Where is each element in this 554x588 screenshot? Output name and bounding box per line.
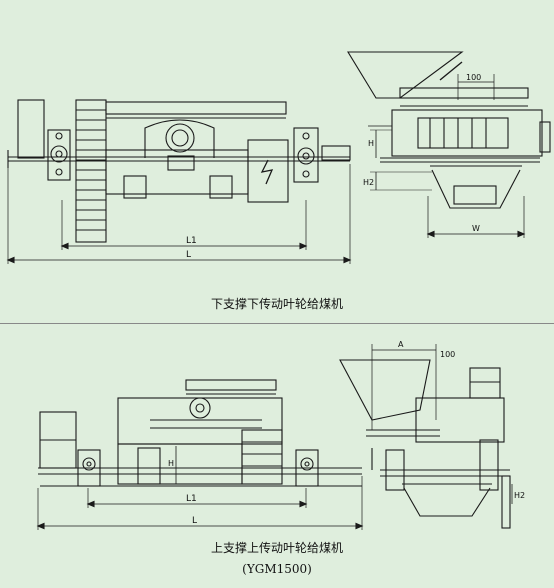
top-front-l1-label: L1	[186, 236, 197, 246]
section-divider	[0, 323, 554, 324]
bottom-front-view	[36, 379, 364, 530]
top-side-view	[347, 51, 551, 238]
caption-model: (YGM1500)	[242, 562, 312, 576]
bottom-side-100-label: 100	[440, 350, 455, 359]
bottom-side-a-label: A	[398, 340, 404, 349]
top-front-l-label: L	[186, 250, 191, 260]
bottom-side-view	[339, 344, 513, 529]
bottom-front-l-label: L	[192, 516, 197, 526]
caption-bottom: 上支撑上传动叶轮给煤机	[210, 541, 343, 555]
top-side-100-label: 100	[466, 73, 481, 82]
caption-top: 下支撑下传动叶轮给煤机	[210, 297, 343, 311]
bottom-front-l1-label: L1	[186, 494, 197, 504]
top-side-h-label: H	[368, 139, 374, 148]
top-side-w-label: W	[472, 224, 480, 233]
bottom-front-h-label: H	[168, 459, 174, 468]
top-front-view	[6, 99, 352, 264]
top-side-h2-label: H2	[363, 178, 374, 187]
bottom-side-h2-label: H2	[514, 491, 525, 500]
